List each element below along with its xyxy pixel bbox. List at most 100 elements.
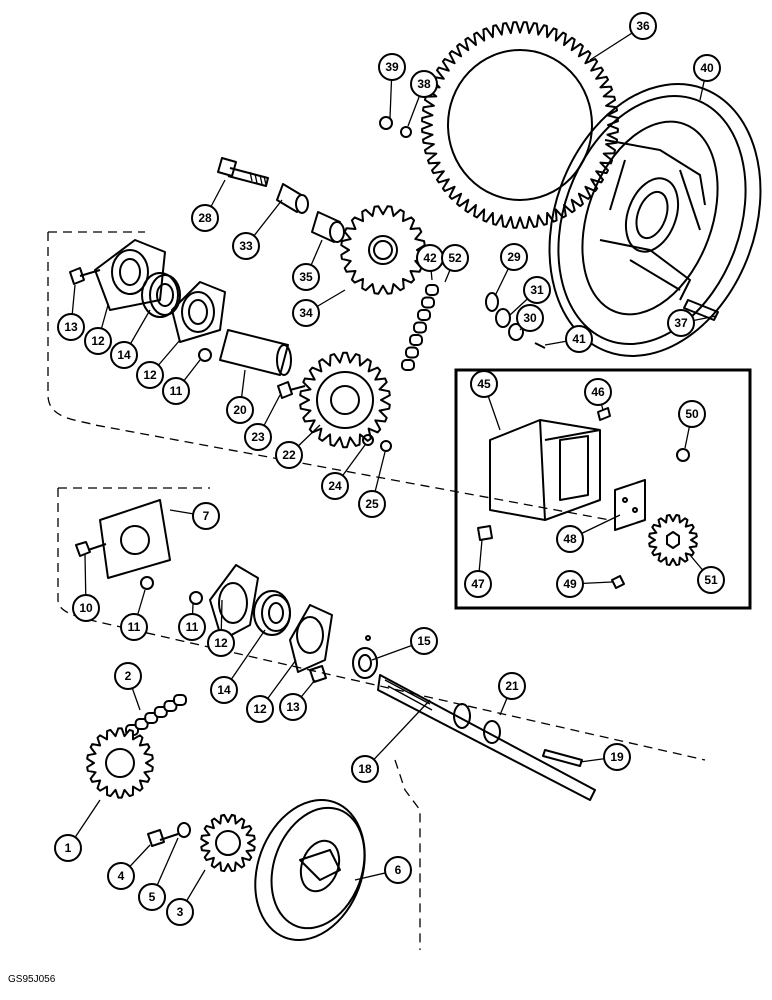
callout-circle	[107, 862, 135, 890]
sleeve-33	[276, 183, 309, 214]
callout-circle	[275, 441, 303, 469]
chain-link	[134, 718, 149, 730]
sprocket-36-teeth	[421, 21, 619, 229]
tube-20	[219, 329, 292, 376]
callout-49: 49	[556, 570, 584, 598]
callout-39: 39	[378, 53, 406, 81]
callout-number: 29	[507, 250, 521, 264]
callout-circle	[244, 423, 272, 451]
bolt-13-lower	[309, 665, 327, 683]
callout-number: 12	[214, 636, 228, 650]
callout-7: 7	[192, 502, 220, 530]
chain-42-52	[401, 284, 439, 371]
callout-circle	[54, 834, 82, 862]
callout-11: 11	[162, 377, 190, 405]
callout-number: 45	[477, 377, 491, 391]
callout-12: 12	[207, 629, 235, 657]
callout-18: 18	[351, 755, 379, 783]
nuts-24-25	[362, 434, 392, 452]
callout-number: 34	[299, 306, 313, 320]
callout-30: 30	[516, 304, 544, 332]
callout-number: 14	[117, 348, 131, 362]
callout-24: 24	[321, 472, 349, 500]
callout-circle	[556, 525, 584, 553]
callout-48: 48	[556, 525, 584, 553]
callout-circle	[667, 309, 695, 337]
callout-number: 11	[128, 620, 141, 634]
callout-51: 51	[697, 566, 725, 594]
screw-49	[611, 575, 625, 589]
callout-number: 11	[186, 620, 199, 634]
bolt-10	[75, 541, 107, 557]
bolt-37	[683, 299, 719, 321]
bearing-14-upper	[141, 272, 181, 318]
callout-3: 3	[166, 898, 194, 926]
callout-20: 20	[226, 396, 254, 424]
chain-link	[153, 706, 168, 718]
callout-circle	[410, 70, 438, 98]
callout-circle	[57, 313, 85, 341]
clip-47	[477, 525, 493, 541]
pulley-6	[254, 799, 366, 941]
callout-circle	[120, 613, 148, 641]
callout-number: 37	[674, 316, 688, 330]
callout-number: 40	[700, 61, 714, 75]
callout-28: 28	[191, 204, 219, 232]
sprocket-22-teeth	[299, 351, 391, 449]
callout-circle	[523, 276, 551, 304]
callout-circle	[207, 629, 235, 657]
callout-35: 35	[292, 263, 320, 291]
sprocket-34	[340, 205, 426, 295]
chain-link	[409, 334, 423, 346]
callout-number: 18	[358, 762, 372, 776]
nuts-38-39	[379, 116, 412, 138]
callout-number: 22	[282, 448, 296, 462]
sprocket-3-teeth	[200, 813, 256, 873]
shaft-18	[377, 674, 596, 801]
callout-circle	[358, 490, 386, 518]
callout-circle	[114, 662, 142, 690]
callout-number: 50	[685, 407, 699, 421]
nut-11-upper	[198, 348, 212, 362]
callout-number: 13	[286, 700, 300, 714]
callout-number: 5	[149, 890, 156, 904]
callout-4: 4	[107, 862, 135, 890]
callout-number: 39	[385, 60, 399, 74]
callout-number: 30	[523, 311, 537, 325]
sprocket-51-teeth	[648, 514, 698, 566]
brake-drum-40	[548, 83, 762, 357]
callout-number: 24	[328, 479, 342, 493]
bearing-14-lower	[253, 590, 291, 636]
callout-number: 3	[177, 905, 184, 919]
callout-31: 31	[523, 276, 551, 304]
flange-12-upper-right	[171, 281, 226, 343]
callout-number: 35	[299, 270, 313, 284]
callout-number: 19	[610, 750, 624, 764]
callout-50: 50	[678, 400, 706, 428]
callout-circle	[292, 263, 320, 291]
leader-18	[364, 699, 431, 770]
chain-link	[144, 712, 159, 724]
chain-link	[173, 694, 187, 706]
chain-2	[125, 694, 187, 736]
sprocket-3	[200, 813, 256, 873]
callout-46: 46	[584, 378, 612, 406]
callout-circle	[678, 400, 706, 428]
callout-circle	[441, 244, 469, 272]
callout-2: 2	[114, 662, 142, 690]
callout-circle	[210, 676, 238, 704]
callout-circle	[321, 472, 349, 500]
nuts-11-lower	[140, 576, 203, 605]
callout-number: 13	[64, 320, 78, 334]
callout-14: 14	[110, 341, 138, 369]
callout-circle	[138, 883, 166, 911]
callout-number: 21	[505, 679, 519, 693]
callout-47: 47	[464, 570, 492, 598]
callout-number: 48	[563, 532, 577, 546]
callout-circle	[603, 743, 631, 771]
callout-number: 2	[125, 669, 132, 683]
callout-33: 33	[232, 232, 260, 260]
callout-number: 10	[79, 601, 93, 615]
callout-number: 12	[91, 334, 105, 348]
callout-1: 1	[54, 834, 82, 862]
